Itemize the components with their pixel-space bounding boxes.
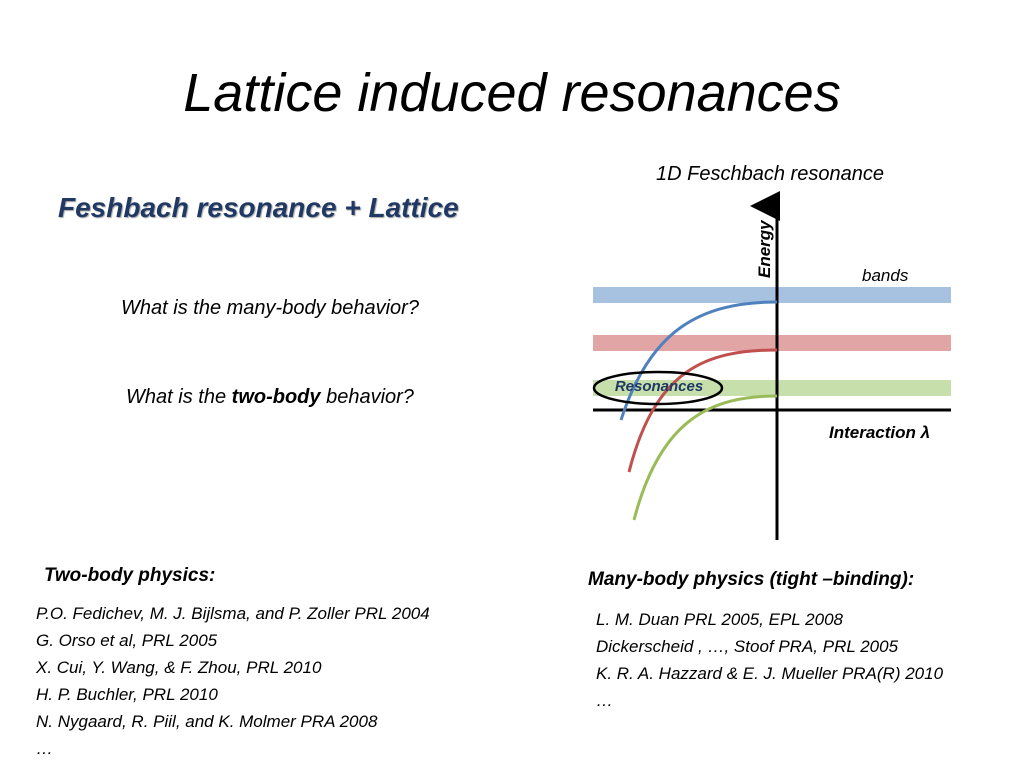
question-many-body: What is the many-body behavior? — [121, 297, 419, 319]
x-axis-label: Interaction λ — [829, 423, 930, 442]
band-green — [593, 380, 951, 396]
reference-item: G. Orso et al, PRL 2005 — [36, 631, 218, 650]
many-body-reference-list: L. M. Duan PRL 2005, EPL 2008 Dickersche… — [596, 606, 943, 714]
reference-item: L. M. Duan PRL 2005, EPL 2008 — [596, 610, 843, 629]
reference-item: P.O. Fedichev, M. J. Bijlsma, and P. Zol… — [36, 604, 430, 623]
band-red — [593, 335, 951, 351]
subheading: Feshbach resonance + Lattice — [58, 192, 459, 223]
many-body-heading: Many-body physics (tight –binding): — [588, 569, 915, 590]
resonances-label: Resonances — [615, 378, 703, 395]
q2-bold: two-body — [231, 386, 321, 408]
reference-item: … — [36, 739, 53, 758]
band-blue — [593, 287, 951, 303]
two-body-heading: Two-body physics: — [44, 565, 216, 586]
slide-title: Lattice induced resonances — [183, 63, 841, 123]
resonances-ellipse — [592, 370, 724, 406]
two-body-reference-list: P.O. Fedichev, M. J. Bijlsma, and P. Zol… — [36, 600, 430, 762]
y-axis-label: Energy — [755, 219, 774, 278]
reference-item: X. Cui, Y. Wang, & F. Zhou, PRL 2010 — [36, 658, 322, 677]
q2-prefix: What is the — [126, 386, 232, 408]
curve-green — [632, 394, 778, 521]
diagram-title: 1D Feschbach resonance — [656, 163, 884, 185]
reference-item: … — [596, 691, 613, 710]
reference-item: N. Nygaard, R. Piil, and K. Molmer PRA 2… — [36, 712, 378, 731]
question-two-body: What is the two-body behavior? — [50, 386, 490, 409]
curve-blue — [619, 300, 778, 421]
reference-item: H. P. Buchler, PRL 2010 — [36, 685, 218, 704]
bands-label: bands — [862, 266, 909, 285]
reference-item: Dickerscheid , …, Stoof PRA, PRL 2005 — [596, 637, 899, 656]
reference-item: K. R. A. Hazzard & E. J. Mueller PRA(R) … — [596, 664, 944, 683]
q2-suffix: behavior? — [320, 386, 414, 408]
